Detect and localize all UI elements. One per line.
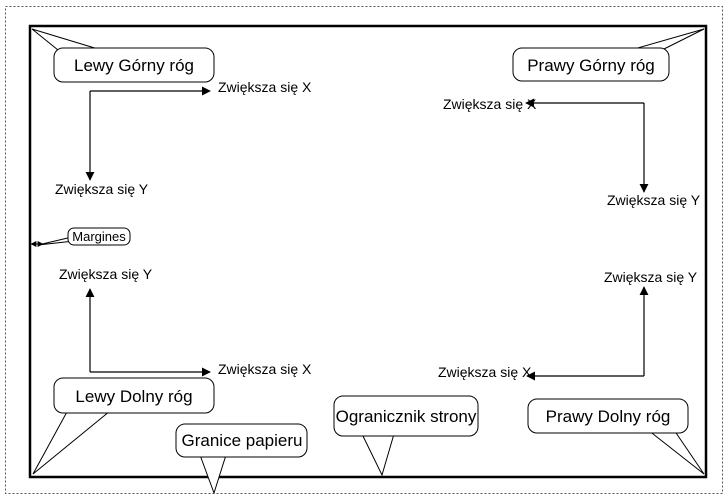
bottom-right-corner-label: Prawy Dolny róg — [546, 407, 671, 426]
top-left-corner-callout: Lewy Górny róg — [31, 28, 215, 83]
bottom-right-corner-callout: Prawy Dolny róg — [527, 398, 705, 475]
tl-y-increase-label: Zwiększa się Y — [55, 181, 149, 197]
tl-x-increase-label: Zwiększa się X — [218, 79, 312, 95]
bottom-left-corner-label: Lewy Dolny róg — [75, 387, 192, 406]
bl-x-increase-label: Zwiększa się X — [218, 361, 312, 377]
page-limiter-frame — [28, 24, 708, 479]
bottom-left-corner-callout: Lewy Dolny róg — [32, 377, 215, 475]
tr-x-increase-label: Zwiększa się X — [443, 96, 537, 112]
bottom-right-axes: Zwiększa się Y Zwiększa się X — [438, 269, 698, 381]
page-limiter-label: Ogranicznik strony — [336, 407, 477, 426]
top-left-axes: Zwiększa się X Zwiększa się Y — [55, 79, 312, 197]
bottom-left-axes: Zwiększa się Y Zwiększa się X — [59, 266, 312, 377]
margin-callout: Margines — [30, 227, 131, 247]
page-limiter-callout: Ogranicznik strony — [333, 395, 479, 477]
br-y-increase-label: Zwiększa się Y — [604, 269, 698, 285]
top-left-corner-label: Lewy Górny róg — [74, 56, 194, 75]
paper-bounds-callout: Granice papieru — [175, 423, 308, 495]
margin-label: Margines — [72, 229, 126, 244]
paper-bounds-outline — [5, 6, 723, 494]
tr-y-increase-label: Zwiększa się Y — [607, 192, 701, 208]
br-x-increase-label: Zwiększa się X — [438, 364, 532, 380]
top-right-corner-callout: Prawy Górny róg — [512, 28, 705, 82]
top-right-corner-label: Prawy Górny róg — [527, 56, 655, 75]
bl-y-increase-label: Zwiększa się Y — [59, 266, 153, 282]
paper-bounds-label: Granice papieru — [182, 431, 303, 450]
top-right-axes: Zwiększa się X Zwiększa się Y — [443, 96, 701, 208]
